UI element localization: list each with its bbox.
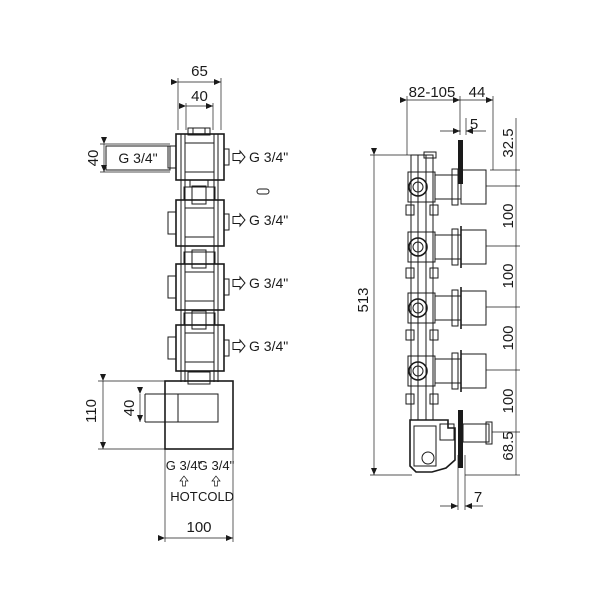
cold-inlet: G 3/4" COLD bbox=[198, 458, 235, 504]
dim-inner-width-label: 40 bbox=[191, 88, 208, 105]
mixer-plate bbox=[144, 380, 234, 450]
dim-left-height-label: 40 bbox=[85, 150, 102, 167]
outlet-1-label: G 3/4" bbox=[249, 149, 288, 165]
dim-total-height: 513 bbox=[355, 148, 412, 476]
dim-plate-height-label: 110 bbox=[83, 399, 100, 423]
dim-right-chain: 32.5 100 100 100 100 68.5 bbox=[465, 118, 520, 476]
front-valve-2 bbox=[167, 199, 230, 247]
dim-plate-thickness: 5 bbox=[440, 116, 486, 135]
outlet-3: G 3/4" bbox=[232, 275, 288, 291]
side-valve-1 bbox=[407, 140, 487, 206]
inlet-label: G 3/4" bbox=[105, 145, 171, 171]
front-valve-1 bbox=[167, 127, 230, 188]
dim-plate-inner-height-label: 40 bbox=[121, 400, 138, 417]
inlet-thread-label: G 3/4" bbox=[118, 150, 157, 166]
outlet-4: G 3/4" bbox=[232, 338, 288, 354]
side-valve-2 bbox=[407, 226, 487, 268]
front-view: 65 40 40 G 3/4" bbox=[83, 63, 288, 542]
outlet-2: G 3/4" bbox=[232, 212, 288, 228]
side-valve-3 bbox=[407, 287, 487, 329]
cold-thread-label: G 3/4" bbox=[198, 458, 235, 473]
front-connectors bbox=[183, 185, 216, 385]
dim-top-offset-label: 32.5 bbox=[500, 128, 517, 157]
dim-bottom-offset-label: 68.5 bbox=[500, 431, 517, 460]
rails bbox=[180, 134, 219, 382]
outlet-3-label: G 3/4" bbox=[249, 275, 288, 291]
front-valve-3 bbox=[167, 263, 230, 311]
dim-plate-width: 100 bbox=[158, 449, 234, 542]
side-view: 82-105 44 5 513 32.5 bbox=[355, 84, 520, 510]
hot-label: HOT bbox=[170, 489, 198, 504]
slot-mark bbox=[256, 188, 270, 195]
dim-top-width: 65 bbox=[171, 63, 222, 130]
dim-depth: 82-105 44 bbox=[400, 84, 494, 170]
dim-top-width-label: 65 bbox=[191, 63, 208, 80]
dim-inner-width: 40 bbox=[179, 88, 214, 130]
dim-plate-inner-height: 40 bbox=[121, 387, 143, 422]
dim-plate-height: 110 bbox=[83, 374, 165, 450]
dim-left-height: 40 bbox=[85, 137, 170, 173]
dim-spacing-2-label: 100 bbox=[500, 263, 517, 288]
cold-label: COLD bbox=[198, 489, 234, 504]
dim-plate-width-label: 100 bbox=[186, 519, 211, 536]
outlet-1: G 3/4" bbox=[232, 149, 288, 165]
front-valve-4 bbox=[167, 324, 230, 372]
dim-depth-front-label: 44 bbox=[469, 84, 486, 101]
side-brackets bbox=[405, 204, 439, 405]
side-mixer bbox=[409, 410, 493, 473]
outlet-4-label: G 3/4" bbox=[249, 338, 288, 354]
hot-inlet: G 3/4" HOT bbox=[166, 458, 203, 504]
side-valve-4 bbox=[407, 350, 487, 392]
dim-total-height-label: 513 bbox=[355, 287, 372, 312]
outlet-2-label: G 3/4" bbox=[249, 212, 288, 228]
dim-spacing-3-label: 100 bbox=[500, 325, 517, 350]
dim-spacing-1-label: 100 bbox=[500, 203, 517, 228]
dim-plate-thickness-label: 5 bbox=[470, 116, 478, 133]
dim-depth-range-label: 82-105 bbox=[409, 84, 456, 101]
hot-thread-label: G 3/4" bbox=[166, 458, 203, 473]
dim-spacing-4-label: 100 bbox=[500, 388, 517, 413]
dim-bottom-plate-label: 7 bbox=[474, 489, 482, 506]
